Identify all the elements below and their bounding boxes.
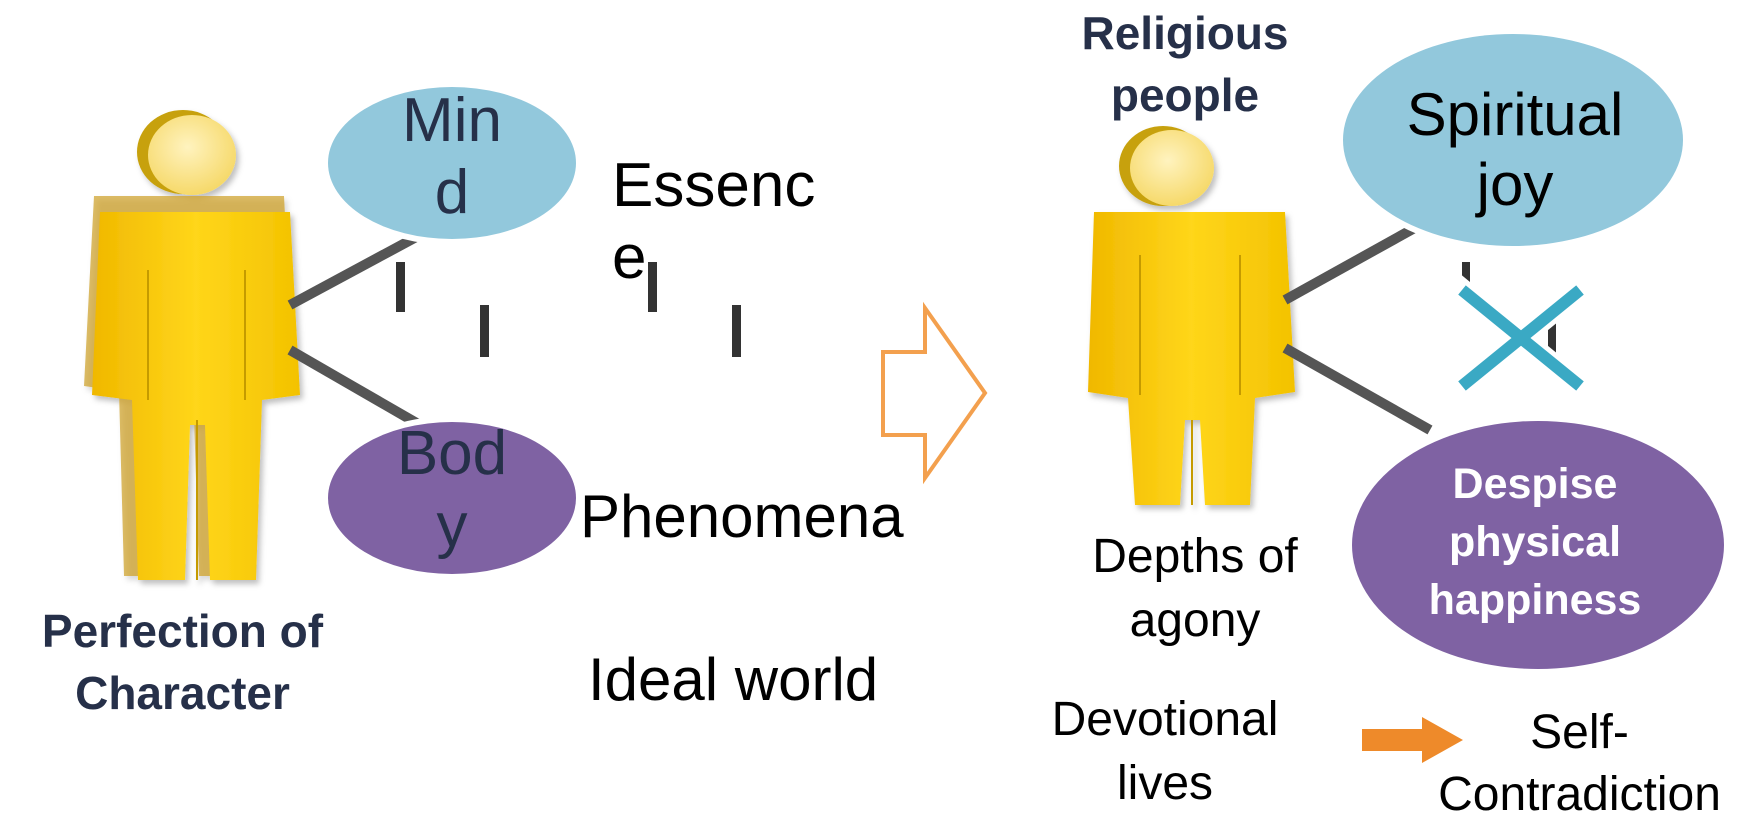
contradiction-cross — [1444, 272, 1598, 404]
perfection-of-character-caption: Perfection of Character — [41, 605, 324, 719]
body-ellipse — [328, 422, 576, 574]
right-person-head — [1130, 130, 1214, 206]
mind-connector — [287, 230, 423, 310]
self-contradiction-label: Self-Contradiction — [1438, 706, 1721, 821]
right-person-figure — [1088, 126, 1295, 505]
essence-label: Essence — [612, 151, 816, 292]
spiritual-joy-ellipse — [1343, 34, 1683, 246]
left-person-head — [148, 115, 236, 195]
ideal-world-label: Ideal world — [588, 646, 879, 713]
mind-label: Mind — [402, 86, 502, 227]
dash-mark-right-2 — [1548, 318, 1556, 358]
joy-connector — [1282, 220, 1423, 305]
phenomena-label: Phenomena — [580, 483, 904, 550]
despise-connector — [1282, 343, 1433, 435]
depths-of-agony-label: Depths of agony — [1092, 530, 1298, 647]
devotional-lives-label: Devotional lives — [1051, 693, 1279, 810]
despise-ellipse — [1352, 421, 1724, 669]
mind-ellipse — [328, 87, 576, 239]
transition-arrow — [881, 301, 988, 485]
body-label: Body — [396, 419, 508, 560]
spiritual-joy-label: Spiritual joy — [1406, 81, 1624, 218]
dash-marks — [396, 262, 741, 357]
religious-people-caption: Religious people — [1081, 7, 1289, 121]
result-arrow — [1362, 717, 1463, 763]
despise-label: Despise physical happiness — [1428, 460, 1642, 624]
body-connector — [287, 345, 423, 430]
left-person-figure — [84, 110, 300, 580]
